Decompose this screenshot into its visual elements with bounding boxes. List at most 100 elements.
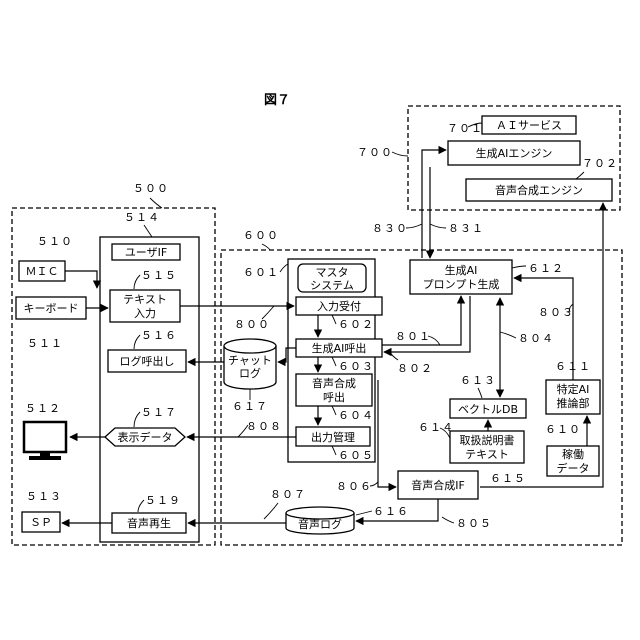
ref-701: ７０１ <box>447 122 483 135</box>
ref-602-leader <box>332 315 336 324</box>
operation-data-label-2: データ <box>557 461 590 475</box>
ref-702-leader <box>576 172 584 179</box>
gen-ai-engine-label: 生成AIエンジン <box>476 146 553 160</box>
ref-603-leader <box>332 357 336 366</box>
speaker-label: ＳＰ <box>30 516 52 529</box>
ref-808: ８０８ <box>246 420 282 433</box>
speech-synth-engine-label: 音声合成エンジン <box>495 183 583 197</box>
ref-514: ５１４ <box>124 211 160 224</box>
ref-515: ５１５ <box>141 269 177 282</box>
chat-log-label-2: ログ <box>239 366 261 380</box>
ref-511: ５１１ <box>27 337 63 350</box>
prompt-gen-label-2: プロンプト生成 <box>423 277 500 291</box>
output-mgmt-label: 出力管理 <box>311 430 355 444</box>
gen-ai-call-to-chat-log-arrow <box>278 348 296 362</box>
ref-514-leader <box>144 225 152 237</box>
ref-510: ５１０ <box>37 235 73 248</box>
speech-call-label-2: 呼出 <box>323 390 345 404</box>
ref-512: ５１２ <box>25 402 61 415</box>
manual-text-label-2: テキスト <box>465 448 509 461</box>
ref-603: ６０３ <box>338 360 374 373</box>
text-input-label-1: テキスト <box>123 293 167 306</box>
operation-data-label-1: 稼働 <box>562 447 584 461</box>
speech-if-label: 音声合成IF <box>411 478 465 492</box>
master-system-label-1: マスタ <box>316 266 349 279</box>
manual-text-label-1: 取扱説明書 <box>460 433 515 447</box>
ref-616-leader <box>356 511 372 515</box>
mic-to-text-input-arrow <box>65 271 97 288</box>
ref-830: ８３０ <box>372 222 408 235</box>
gen-ai-call-label: 生成AI呼出 <box>312 341 367 355</box>
audio-log-label: 音声ログ <box>298 517 342 531</box>
figure-title: 図７ <box>264 93 290 108</box>
ref-802-leader <box>390 352 398 360</box>
ref-803: ８０３ <box>538 306 574 319</box>
ref-613-leader <box>478 388 482 398</box>
ref-602: ６０２ <box>338 318 374 331</box>
master-system-label-2: システム <box>310 279 354 292</box>
ref-500-leader <box>150 198 162 208</box>
ref-515-leader <box>134 275 140 289</box>
ref-519: ５１９ <box>145 494 181 507</box>
ref-516: ５１６ <box>141 329 177 342</box>
prompt-gen-to-engine-arrow <box>422 150 446 258</box>
ref-604: ６０４ <box>338 409 374 422</box>
speech-call-label-1: 音声合成 <box>312 376 356 390</box>
ref-601: ６０１ <box>243 266 279 279</box>
ai-service-label: ＡＩサービス <box>496 119 562 132</box>
input-accept-label: 入力受付 <box>317 300 361 313</box>
ref-700-leader <box>392 152 408 156</box>
ref-700: ７００ <box>357 146 393 159</box>
speech-call-to-speech-if-arrow <box>378 380 396 487</box>
ref-601-leader <box>280 264 288 272</box>
ref-831: ８３１ <box>448 222 484 235</box>
ref-806: ８０６ <box>336 480 372 493</box>
ref-600-leader <box>262 244 270 250</box>
ref-804-leader <box>500 332 516 338</box>
log-call-label: ログ呼出し <box>120 354 175 368</box>
ref-614: ６１４ <box>418 421 454 434</box>
ref-610: ６１０ <box>545 423 581 436</box>
display-data-label: 表示データ <box>118 430 173 444</box>
ref-604-leader <box>332 406 336 415</box>
ref-802: ８０２ <box>397 362 433 375</box>
ref-800: ８００ <box>234 318 270 331</box>
ref-612-leader <box>512 266 526 268</box>
ref-807-leader <box>264 503 278 519</box>
ref-615: ６１５ <box>490 472 526 485</box>
ref-600: ６００ <box>243 229 279 242</box>
ref-500: ５００ <box>133 182 169 195</box>
ref-612: ６１２ <box>528 262 564 275</box>
ref-807: ８０７ <box>270 488 306 501</box>
ai-infer-label-1: 特定AI <box>557 382 590 396</box>
ref-616: ６１６ <box>373 505 409 518</box>
ref-805-leader <box>442 517 454 523</box>
prompt-gen-label-1: 生成AI <box>445 263 478 277</box>
user-if-label: ユーザIF <box>125 246 167 259</box>
ref-617: ６１７ <box>232 400 268 413</box>
keyboard-label: キーボード <box>24 302 79 315</box>
ref-702: ７０２ <box>582 157 618 170</box>
ref-517: ５１７ <box>141 406 177 419</box>
vector-db-label: ベクトルDB <box>458 403 518 416</box>
ref-830-leader <box>406 224 422 228</box>
ref-519-leader <box>138 500 144 512</box>
ref-831-leader <box>430 224 446 228</box>
audio-play-label: 音声再生 <box>127 516 171 530</box>
ref-516-leader <box>134 335 140 349</box>
ref-517-leader <box>134 412 140 427</box>
ref-805: ８０５ <box>456 517 492 530</box>
chat-log-label-1: チャット <box>228 354 272 367</box>
ref-611: ６１１ <box>555 360 591 373</box>
prompt-gen-to-gen-call-arrow <box>384 296 470 352</box>
text-input-label-2: 入力 <box>134 307 156 320</box>
ref-613: ６１３ <box>460 374 496 387</box>
ref-605-leader <box>332 446 336 455</box>
ai-infer-label-2: 推論部 <box>557 396 590 410</box>
mic-label: ＭＩＣ <box>26 265 59 278</box>
ref-801: ８０１ <box>395 330 431 343</box>
monitor-icon <box>24 422 66 460</box>
ref-605: ６０５ <box>338 449 374 462</box>
